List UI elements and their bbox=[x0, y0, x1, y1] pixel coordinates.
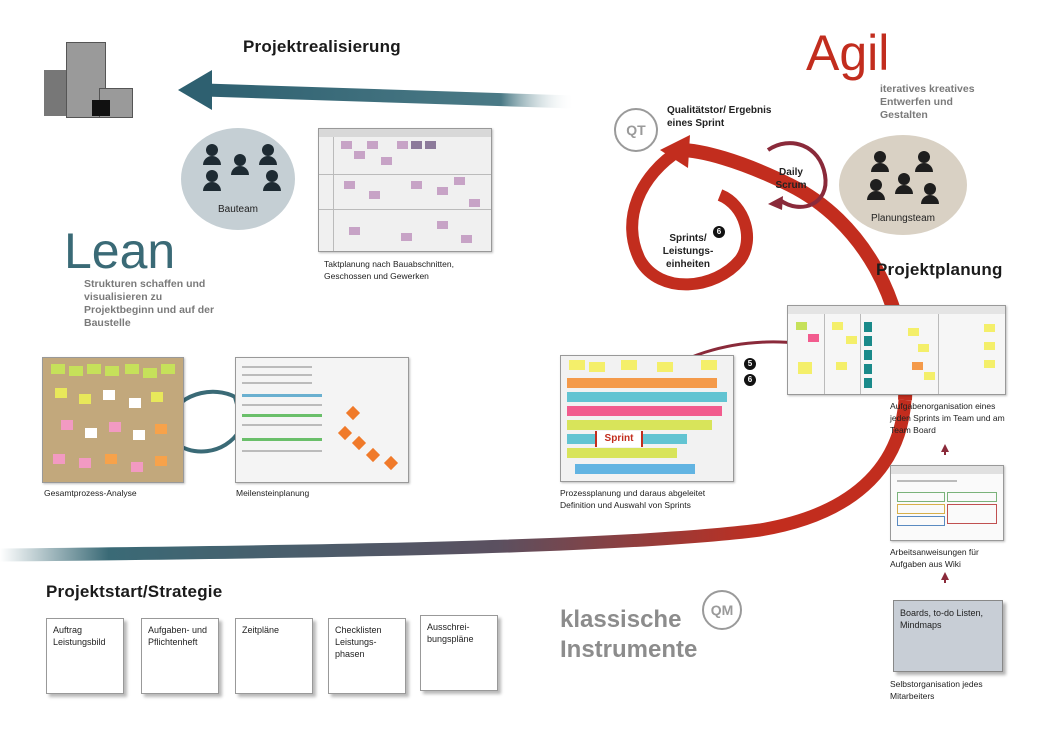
person-icon bbox=[867, 179, 885, 200]
taskboard-caption: Aufgabenorganisation eines jeden Sprints… bbox=[890, 401, 1005, 435]
arrow-up-icon bbox=[941, 572, 949, 580]
marker-five: 5 bbox=[744, 358, 756, 370]
qm-badge: QM bbox=[702, 590, 742, 630]
marker-six: 6 bbox=[744, 374, 756, 386]
qt-badge: QT bbox=[614, 108, 658, 152]
arrow-left-icon bbox=[178, 70, 212, 110]
person-icon bbox=[871, 151, 889, 172]
heading-planning: Projektplanung bbox=[876, 260, 1003, 279]
classic-line1: klassische bbox=[560, 606, 682, 633]
realisation-arrow bbox=[204, 83, 576, 109]
heading-realisation: Projektrealisierung bbox=[243, 37, 401, 56]
person-icon bbox=[921, 183, 939, 204]
agil-description: iteratives kreatives Entwerfen und Gesta… bbox=[880, 83, 975, 121]
strategy-card: Checklisten Leistungs- phasen bbox=[328, 618, 406, 694]
gesamtprozess-caption: Gesamtprozess-Analyse bbox=[44, 488, 137, 498]
agil-title: Agil bbox=[806, 25, 890, 81]
person-icon bbox=[231, 154, 249, 175]
building-icon bbox=[44, 42, 133, 118]
wiki-caption: Arbeitsanweisungen für Aufgaben aus Wiki bbox=[890, 547, 979, 569]
person-icon bbox=[895, 173, 913, 194]
sprint-box: Sprint bbox=[595, 431, 643, 447]
prozess-image: Sprint bbox=[560, 355, 734, 482]
meilenstein-caption: Meilensteinplanung bbox=[236, 488, 310, 498]
takt-planning-caption: Taktplanung nach Bauabschnitten, Geschos… bbox=[324, 259, 454, 281]
person-icon bbox=[203, 170, 221, 191]
taskboard-image bbox=[787, 305, 1006, 395]
gesamtprozess-image bbox=[42, 357, 184, 483]
heading-start: Projektstart/Strategie bbox=[46, 582, 223, 601]
planungsteam-circle: Planungsteam bbox=[839, 135, 967, 235]
meilenstein-image bbox=[235, 357, 409, 483]
planungsteam-label: Planungsteam bbox=[871, 213, 935, 224]
lean-title: Lean bbox=[64, 223, 176, 279]
sprints-label: Sprints/ Leistungs- einheiten bbox=[662, 233, 714, 270]
strategy-card: Auftrag Leistungsbild bbox=[46, 618, 124, 694]
strategy-card: Zeitpläne bbox=[235, 618, 313, 694]
lean-description: Strukturen schaffen und visualisieren zu… bbox=[84, 278, 215, 329]
bauteam-label: Bauteam bbox=[217, 204, 259, 215]
takt-planning-image bbox=[318, 128, 492, 252]
strategy-card: Ausschrei- bungspläne bbox=[420, 615, 498, 691]
daily-scrum-label: Daily Scrum bbox=[775, 167, 807, 191]
selforg-caption: Selbstorganisation jedes Mitarbeiters bbox=[890, 679, 983, 701]
classic-line2: Instrumente bbox=[560, 636, 698, 663]
person-icon bbox=[915, 151, 933, 172]
sprints-number: 6 bbox=[713, 226, 725, 238]
bauteam-circle: Bauteam bbox=[181, 128, 295, 230]
quality-gate-label: Qualitätstor/ Ergebnis eines Sprint bbox=[667, 105, 772, 129]
boards-note: Boards, to-do Listen, Mindmaps bbox=[893, 600, 1003, 672]
arrow-up-icon bbox=[941, 444, 949, 452]
strategy-sweep bbox=[0, 399, 912, 562]
person-icon bbox=[263, 170, 281, 191]
daily-scrum-loop bbox=[766, 141, 828, 209]
strategy-card: Aufgaben- und Pflichtenheft bbox=[141, 618, 219, 694]
person-icon bbox=[259, 144, 277, 165]
sprint-loop bbox=[626, 144, 754, 291]
prozess-caption: Prozessplanung und daraus abgeleitet Def… bbox=[560, 488, 706, 510]
person-icon bbox=[203, 144, 221, 165]
wiki-image bbox=[890, 465, 1004, 541]
